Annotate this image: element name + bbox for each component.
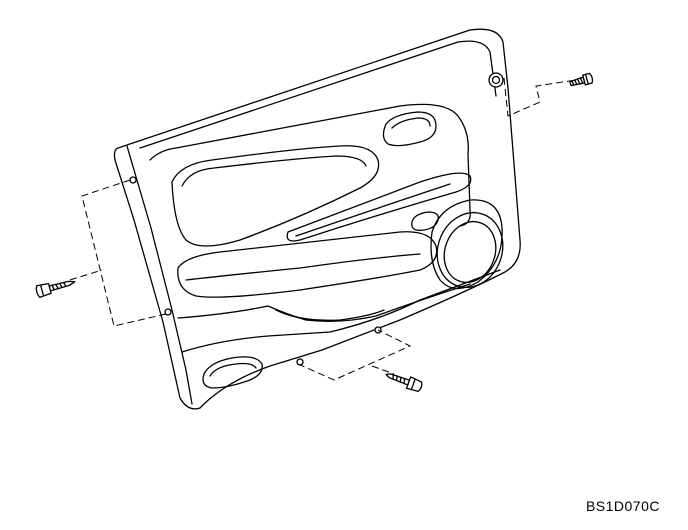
door-handle-recess xyxy=(382,111,437,147)
leader-upper-rear xyxy=(503,77,577,117)
front-edge-screw-icon xyxy=(35,280,76,298)
front-lower-screw-hole xyxy=(164,308,172,316)
lower-pocket-recess xyxy=(202,356,263,389)
speaker-housing xyxy=(430,199,503,290)
panel-top-rim xyxy=(139,40,497,149)
panel-front-edge xyxy=(126,145,193,405)
door-trim-panel xyxy=(113,28,521,410)
upper-rear-screw-icon xyxy=(569,72,594,87)
switch-slot xyxy=(411,211,439,231)
bottom-screw-icon xyxy=(385,373,423,393)
bottom-left-screw-hole xyxy=(296,358,304,366)
leader-lines xyxy=(69,77,577,381)
upper-window-recess xyxy=(171,145,380,247)
armrest-bolster xyxy=(177,231,438,298)
front-upper-screw-hole xyxy=(129,176,137,184)
panel-outline xyxy=(113,28,521,410)
upper-inner-recess xyxy=(149,103,471,227)
map-pocket-lip xyxy=(177,283,471,322)
pull-handle-grip xyxy=(286,172,472,242)
leader-bottom xyxy=(297,329,412,381)
leader-front-edge xyxy=(69,179,167,327)
upper-rear-screw-hole xyxy=(488,72,504,88)
figure-code-label: BS1D070C xyxy=(585,498,660,514)
